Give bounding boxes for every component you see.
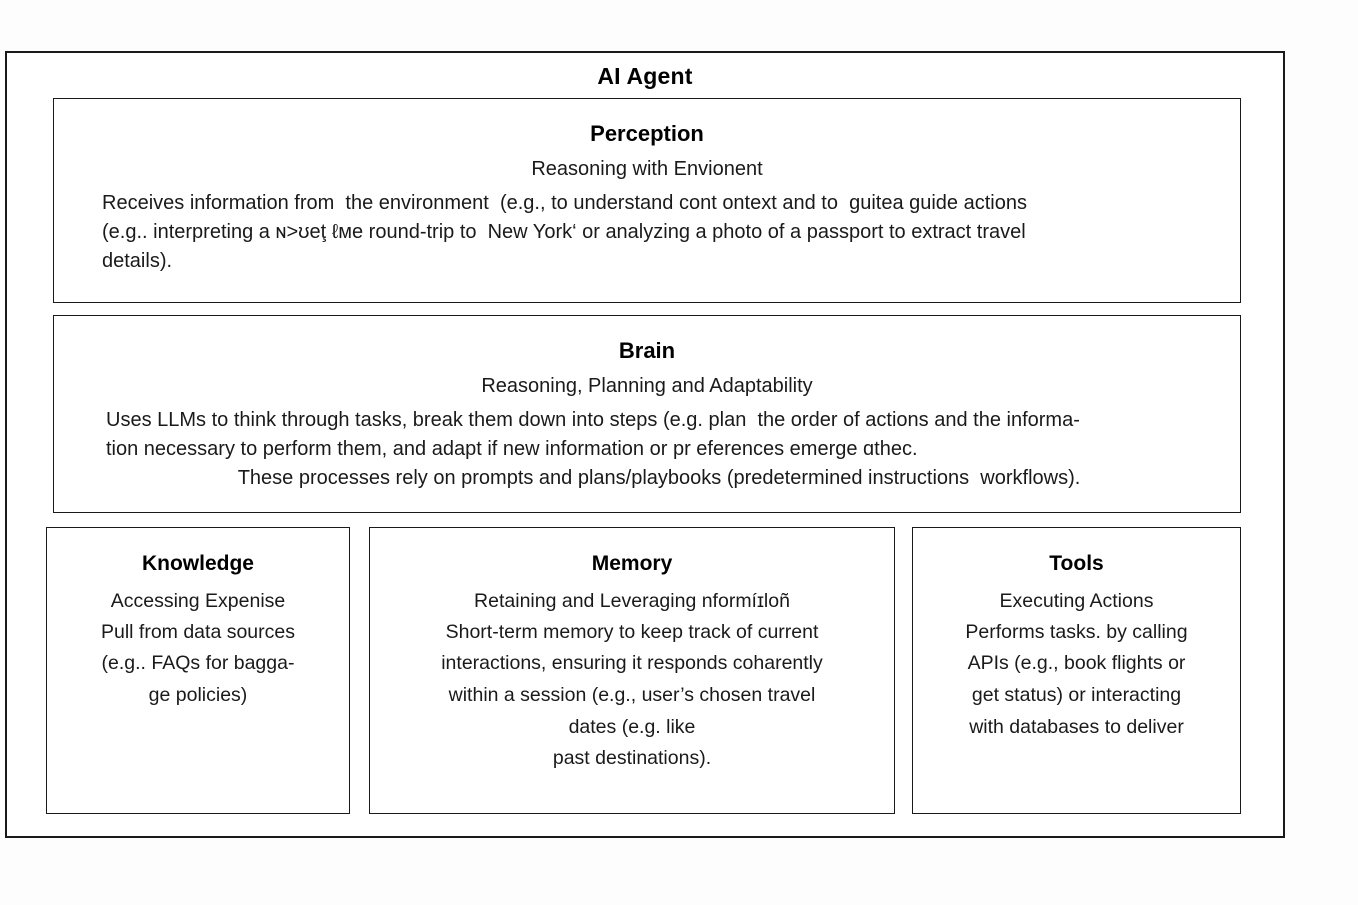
memory-body: Short-term memory to keep track of curre… — [370, 617, 894, 775]
perception-body: Receives information from the environmen… — [54, 189, 1240, 276]
memory-body-line: past destinations). — [552, 747, 712, 770]
brain-heading: Brain — [618, 338, 676, 363]
memory-heading: Memory — [591, 552, 673, 575]
knowledge-body: Pull from data sources (e.g.. FAQs for b… — [47, 617, 349, 712]
brain-subtitle: Reasoning, Planning and Adaptability — [481, 375, 813, 398]
knowledge-body-line: (e.g.. FAQs for bagga- — [101, 652, 295, 675]
tools-body-line: Performs tasks. by calling — [965, 620, 1188, 643]
perception-body-line: Receives information from the environmen… — [102, 191, 1027, 214]
knowledge-subtitle: Accessing Expenise — [110, 590, 286, 613]
memory-body-line: within a session (e.g., user’s chosen tr… — [448, 684, 816, 707]
brain-body: Uses LLMs to think through tasks, break … — [54, 406, 1240, 493]
tools-body-line: with databases to deliver — [969, 715, 1184, 738]
perception-panel: Perception Reasoning with Envionent Rece… — [53, 98, 1241, 303]
ai-agent-frame: AI Agent Perception Reasoning with Envio… — [5, 51, 1285, 838]
brain-body-line: tion necessary to perform them, and adap… — [106, 437, 918, 460]
tools-body-line: get status) or interacting — [971, 684, 1182, 707]
memory-body-line: dates (e.g. like — [568, 715, 696, 738]
knowledge-heading: Knowledge — [141, 552, 254, 575]
memory-body-line: interactions, ensuring it responds cohar… — [441, 652, 823, 675]
tools-heading: Tools — [1049, 552, 1104, 575]
knowledge-panel: Knowledge Accessing Expenise Pull from d… — [46, 527, 350, 814]
tools-body: Performs tasks. by calling APIs (e.g., b… — [913, 617, 1240, 743]
page-title: AI Agent — [597, 63, 693, 89]
brain-body-line: Uses LLMs to think through tasks, break … — [106, 408, 1080, 431]
brain-body-line: These processes rely on prompts and plan… — [237, 466, 1081, 489]
memory-subtitle: Retaining and Leveraging nformíɪloñ — [474, 590, 790, 613]
memory-panel: Memory Retaining and Leveraging nformíɪl… — [369, 527, 895, 814]
tools-panel: Tools Executing Actions Performs tasks. … — [912, 527, 1241, 814]
perception-subtitle: Reasoning with Envionent — [531, 158, 763, 181]
tools-subtitle: Executing Actions — [999, 590, 1154, 613]
knowledge-body-line: Pull from data sources — [100, 620, 295, 643]
perception-heading: Perception — [590, 121, 704, 146]
perception-body-line: (e.g.. interpreting a ɴ>ʊeţ ℓмe round-tr… — [102, 220, 1026, 243]
tools-body-line: APIs (e.g., book flights or — [967, 652, 1186, 675]
knowledge-body-line: ge policies) — [148, 684, 248, 707]
memory-body-line: Short-term memory to keep track of curre… — [445, 620, 819, 643]
brain-panel: Brain Reasoning, Planning and Adaptabili… — [53, 315, 1241, 513]
perception-body-line: details). — [102, 249, 173, 272]
